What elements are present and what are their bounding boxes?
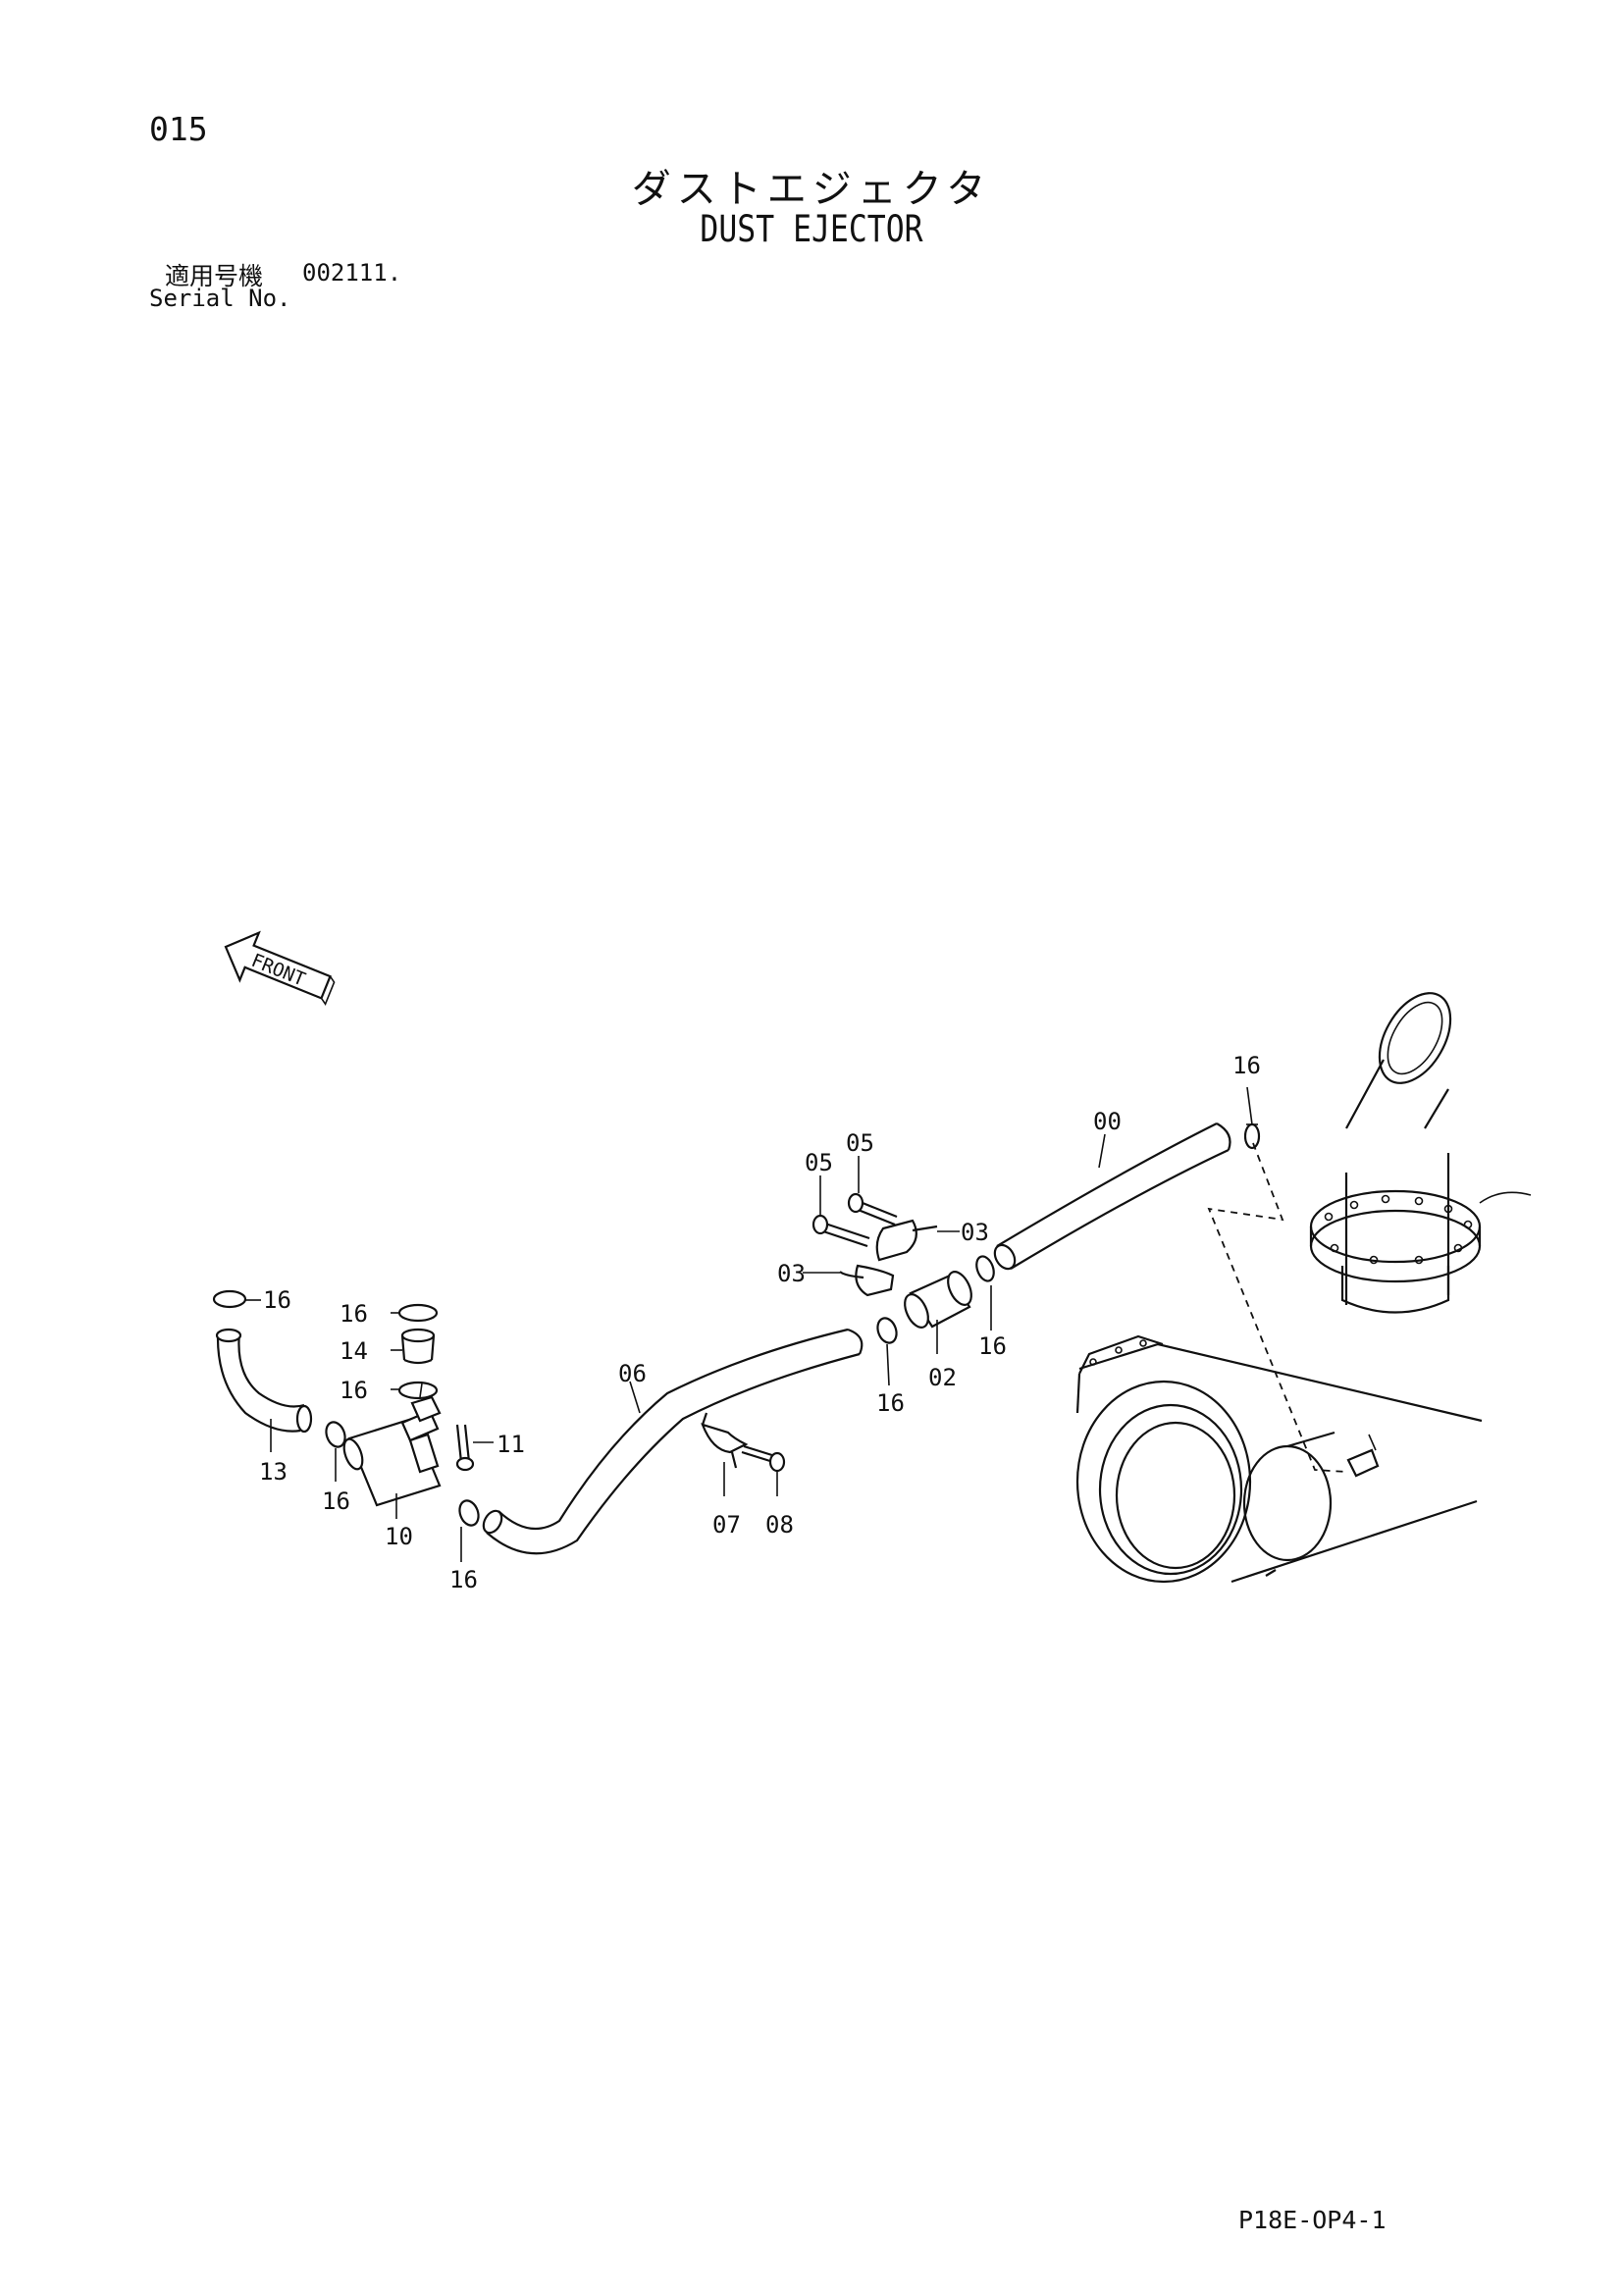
part-label-16: 16 <box>263 1286 291 1314</box>
tee-pipe-10 <box>342 1383 442 1507</box>
clamp-16-mid <box>876 1317 898 1344</box>
part-label-05: 05 <box>846 1129 874 1157</box>
part-label-05: 05 <box>805 1149 833 1176</box>
sleeve-14 <box>400 1328 436 1365</box>
serial-label-english: Serial No. <box>149 285 291 312</box>
part-label-02: 02 <box>928 1364 957 1391</box>
clamp-bracket-03 <box>839 1219 938 1297</box>
clamp-16-upperleft <box>212 1289 247 1309</box>
title-japanese: ダストエジェクタ <box>631 167 992 212</box>
air-cleaner-body <box>1075 992 1532 1584</box>
hose-13 <box>215 1328 313 1434</box>
part-label-10: 10 <box>385 1523 413 1550</box>
front-arrow: FRONT <box>224 930 336 1006</box>
part-label-07: 07 <box>712 1511 741 1539</box>
part-label-08: 08 <box>765 1511 794 1539</box>
bolts-05 <box>812 1192 898 1248</box>
leader-lines <box>245 1086 1253 1562</box>
part-label-16: 16 <box>978 1332 1007 1360</box>
clamp-16-right <box>975 1255 995 1282</box>
part-label-03: 03 <box>961 1219 989 1246</box>
hose-00 <box>993 1122 1231 1271</box>
clamp-16-lower <box>397 1381 439 1400</box>
hose-06 <box>482 1328 864 1555</box>
title-english: DUST EJECTOR <box>700 208 923 250</box>
bolt-08 <box>741 1444 786 1496</box>
leader-dashed-upper <box>1207 1142 1347 1473</box>
clamp-16-bottom <box>458 1499 480 1527</box>
serial-label-japanese: 適用号機 <box>165 262 264 290</box>
part-label-13: 13 <box>259 1458 288 1486</box>
part-label-03: 03 <box>777 1260 806 1287</box>
part-label-16: 16 <box>322 1487 350 1515</box>
serial-value: 002111. <box>302 259 402 287</box>
part-label-11: 11 <box>497 1431 525 1458</box>
part-label-16: 16 <box>1232 1052 1261 1079</box>
clamp-16-upper <box>397 1303 439 1323</box>
bolt-11 <box>455 1424 475 1472</box>
part-label-16: 16 <box>340 1300 368 1328</box>
document-code: P18E-OP4-1 <box>1238 2206 1387 2234</box>
part-label-14: 14 <box>340 1337 368 1365</box>
clamp-16-top <box>1243 1122 1261 1150</box>
part-label-16: 16 <box>876 1389 905 1417</box>
page-number: 015 <box>149 110 208 148</box>
part-label-06: 06 <box>618 1360 647 1387</box>
clamp-16-left <box>325 1421 346 1448</box>
clip-07 <box>701 1412 749 1496</box>
part-label-16: 16 <box>449 1566 478 1593</box>
part-label-00: 00 <box>1093 1108 1122 1135</box>
ejector-valve-02 <box>904 1271 972 1329</box>
part-label-16: 16 <box>340 1377 368 1404</box>
